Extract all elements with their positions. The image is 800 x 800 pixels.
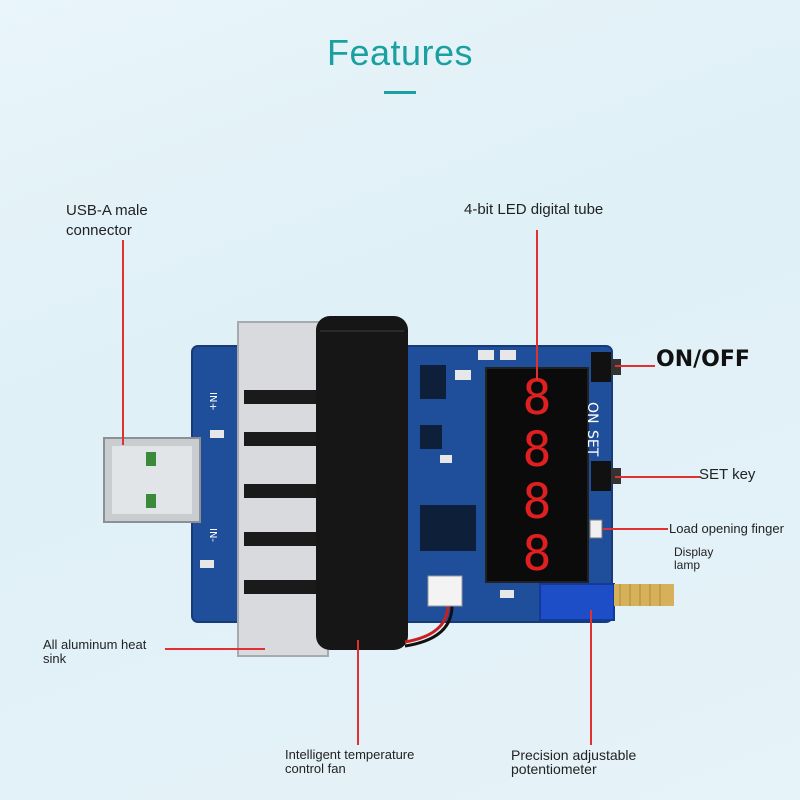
callout-line-pot [590, 610, 592, 745]
callout-line-fan [357, 640, 359, 745]
label-on-off: ON/OFF [656, 347, 750, 372]
label-led-tube: 4-bit LED digital tube [464, 201, 604, 218]
callout-line-heatsink [165, 648, 265, 650]
label-load-finger: Load opening finger [669, 521, 784, 536]
led-digits: 8 8 8 8 [486, 368, 588, 582]
callout-line-usb [122, 240, 124, 445]
callout-line-onoff [615, 365, 655, 367]
title-underline [384, 91, 416, 94]
callout-line-set [615, 476, 700, 478]
label-potentiometer: Precision adjustable potentiometer [511, 747, 637, 777]
page-title: Features [326, 32, 474, 73]
silkscreen-in-plus: IN+ [207, 392, 218, 411]
aluminum-heat-sink [237, 321, 329, 657]
pcb-components [200, 350, 516, 598]
silkscreen-on: ON [584, 402, 600, 424]
precision-potentiometer [539, 583, 674, 621]
label-set-key: SET key [699, 466, 756, 483]
silkscreen-set: SET [584, 430, 600, 457]
callout-line-load [603, 528, 668, 530]
led-digital-tube [485, 367, 589, 583]
led-digit: 8 [522, 422, 552, 478]
display-lamp [589, 519, 603, 539]
label-usb-connector: USB-A male connector [66, 202, 148, 239]
on-off-button[interactable] [591, 352, 621, 382]
label-heat-sink: All aluminum heat sink [43, 637, 147, 666]
callout-line-led [536, 230, 538, 380]
silkscreen-in-minus: IN- [207, 528, 218, 542]
led-digit: 8 [522, 370, 552, 426]
usb-a-connector [103, 437, 201, 523]
led-digit: 8 [522, 474, 552, 530]
led-digit: 8 [522, 526, 552, 582]
label-display-lamp: Display lamp [674, 545, 714, 572]
fan-connector [427, 575, 463, 607]
cooling-fan [316, 316, 408, 650]
label-fan: Intelligent temperature control fan [285, 747, 415, 776]
